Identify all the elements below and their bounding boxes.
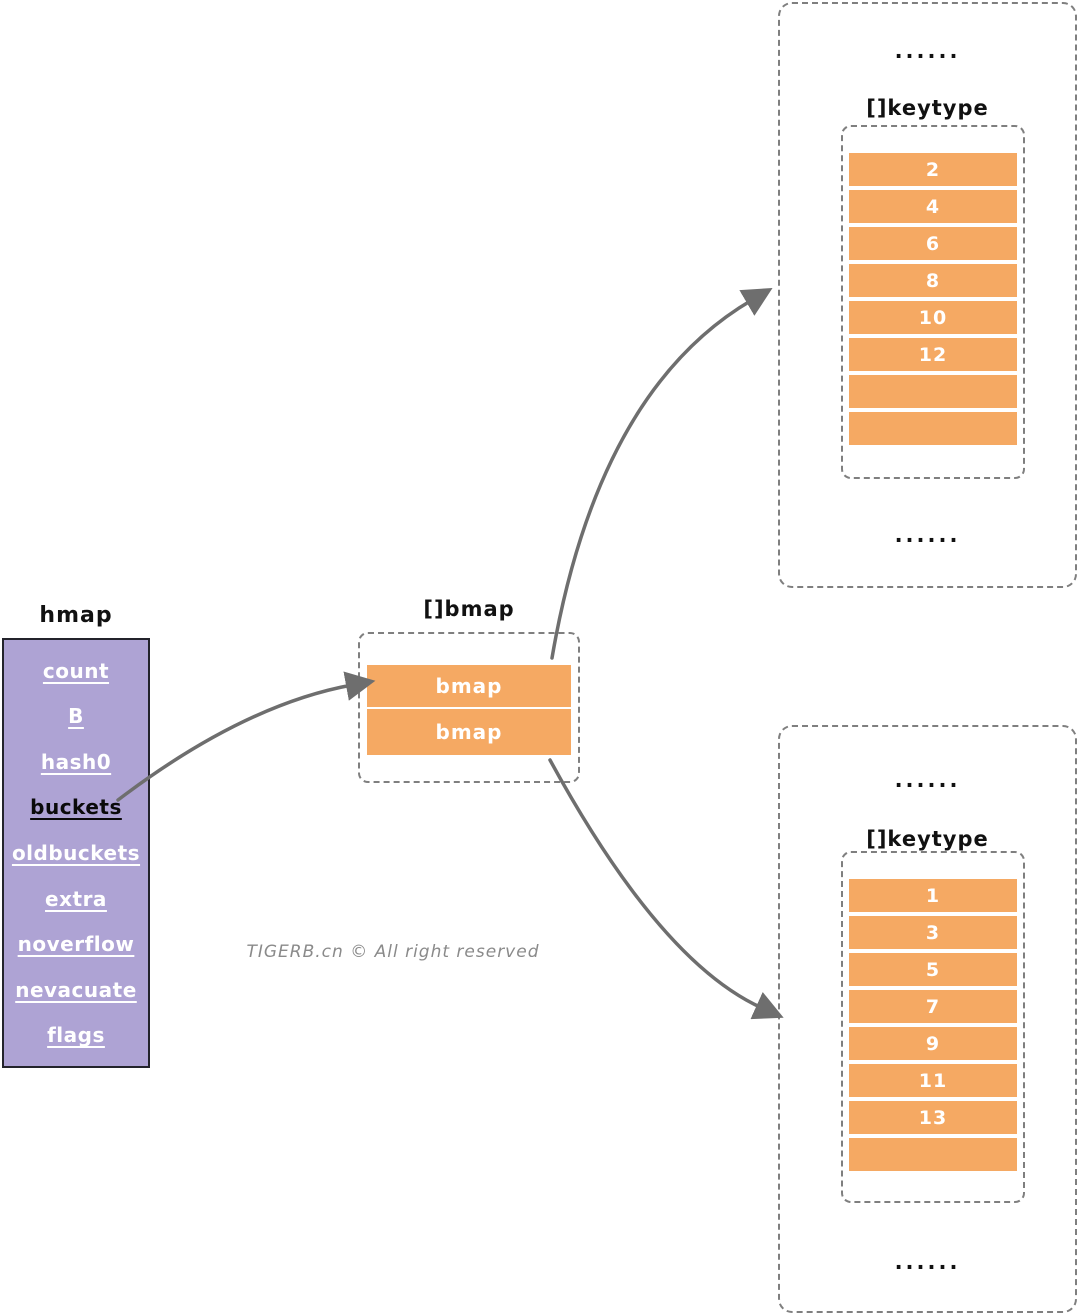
hmap-title: hmap — [39, 603, 113, 628]
bmap-row: bmap — [367, 665, 571, 707]
key-cell: 10 — [849, 301, 1017, 334]
key-cell: 6 — [849, 227, 1017, 260]
bmap-array-title: []bmap — [423, 597, 515, 621]
bucket-group-bottom: ...... []keytype 1 3 5 7 9 11 13 ...... — [778, 725, 1077, 1313]
hmap-field-extra: extra — [45, 886, 107, 911]
hmap-field-flags: flags — [47, 1023, 105, 1048]
hmap-field-buckets: buckets — [30, 795, 122, 820]
ellipsis: ...... — [894, 768, 961, 792]
hmap-field-oldbuckets: oldbuckets — [11, 840, 141, 865]
arrow-buckets-to-bmap — [116, 671, 376, 802]
ellipsis: ...... — [894, 39, 961, 63]
arrow-bmap-to-bucket-bottom — [548, 758, 784, 1020]
keytype-array-top: 2 4 6 8 10 12 — [841, 125, 1025, 479]
key-cell: 5 — [849, 953, 1017, 986]
hmap-field-count: count — [42, 658, 110, 683]
key-cell-empty — [849, 412, 1017, 445]
hmap-field-noverflow: noverflow — [17, 932, 135, 957]
arrow-bmap-to-bucket-top — [550, 287, 773, 660]
hmap-field-hash0: hash0 — [40, 749, 112, 774]
key-cell-empty — [849, 375, 1017, 408]
key-cell: 7 — [849, 990, 1017, 1023]
keytype-array-bottom: 1 3 5 7 9 11 13 — [841, 851, 1025, 1203]
hmap-struct-box: count B hash0 buckets oldbuckets extra n… — [2, 638, 150, 1068]
key-cell: 3 — [849, 916, 1017, 949]
keytype-title-top: []keytype — [866, 96, 989, 120]
hmap-field-nevacuate: nevacuate — [15, 977, 137, 1002]
ellipsis: ...... — [894, 1250, 961, 1274]
key-cell-empty — [849, 1138, 1017, 1171]
key-cell: 4 — [849, 190, 1017, 223]
watermark-text: TIGERB.cn © All right reserved — [246, 942, 540, 962]
ellipsis: ...... — [894, 523, 961, 547]
key-cell: 9 — [849, 1027, 1017, 1060]
key-cell: 11 — [849, 1064, 1017, 1097]
bmap-row: bmap — [367, 709, 571, 755]
hmap-field-b: B — [68, 704, 84, 729]
key-cell: 13 — [849, 1101, 1017, 1134]
key-cell: 1 — [849, 879, 1017, 912]
key-cell: 2 — [849, 153, 1017, 186]
keytype-title-bottom: []keytype — [866, 827, 989, 851]
key-cell: 12 — [849, 338, 1017, 371]
bucket-group-top: ...... []keytype 2 4 6 8 10 12 ...... — [778, 2, 1077, 588]
key-cell: 8 — [849, 264, 1017, 297]
bmap-array-box: bmap bmap — [358, 632, 580, 783]
